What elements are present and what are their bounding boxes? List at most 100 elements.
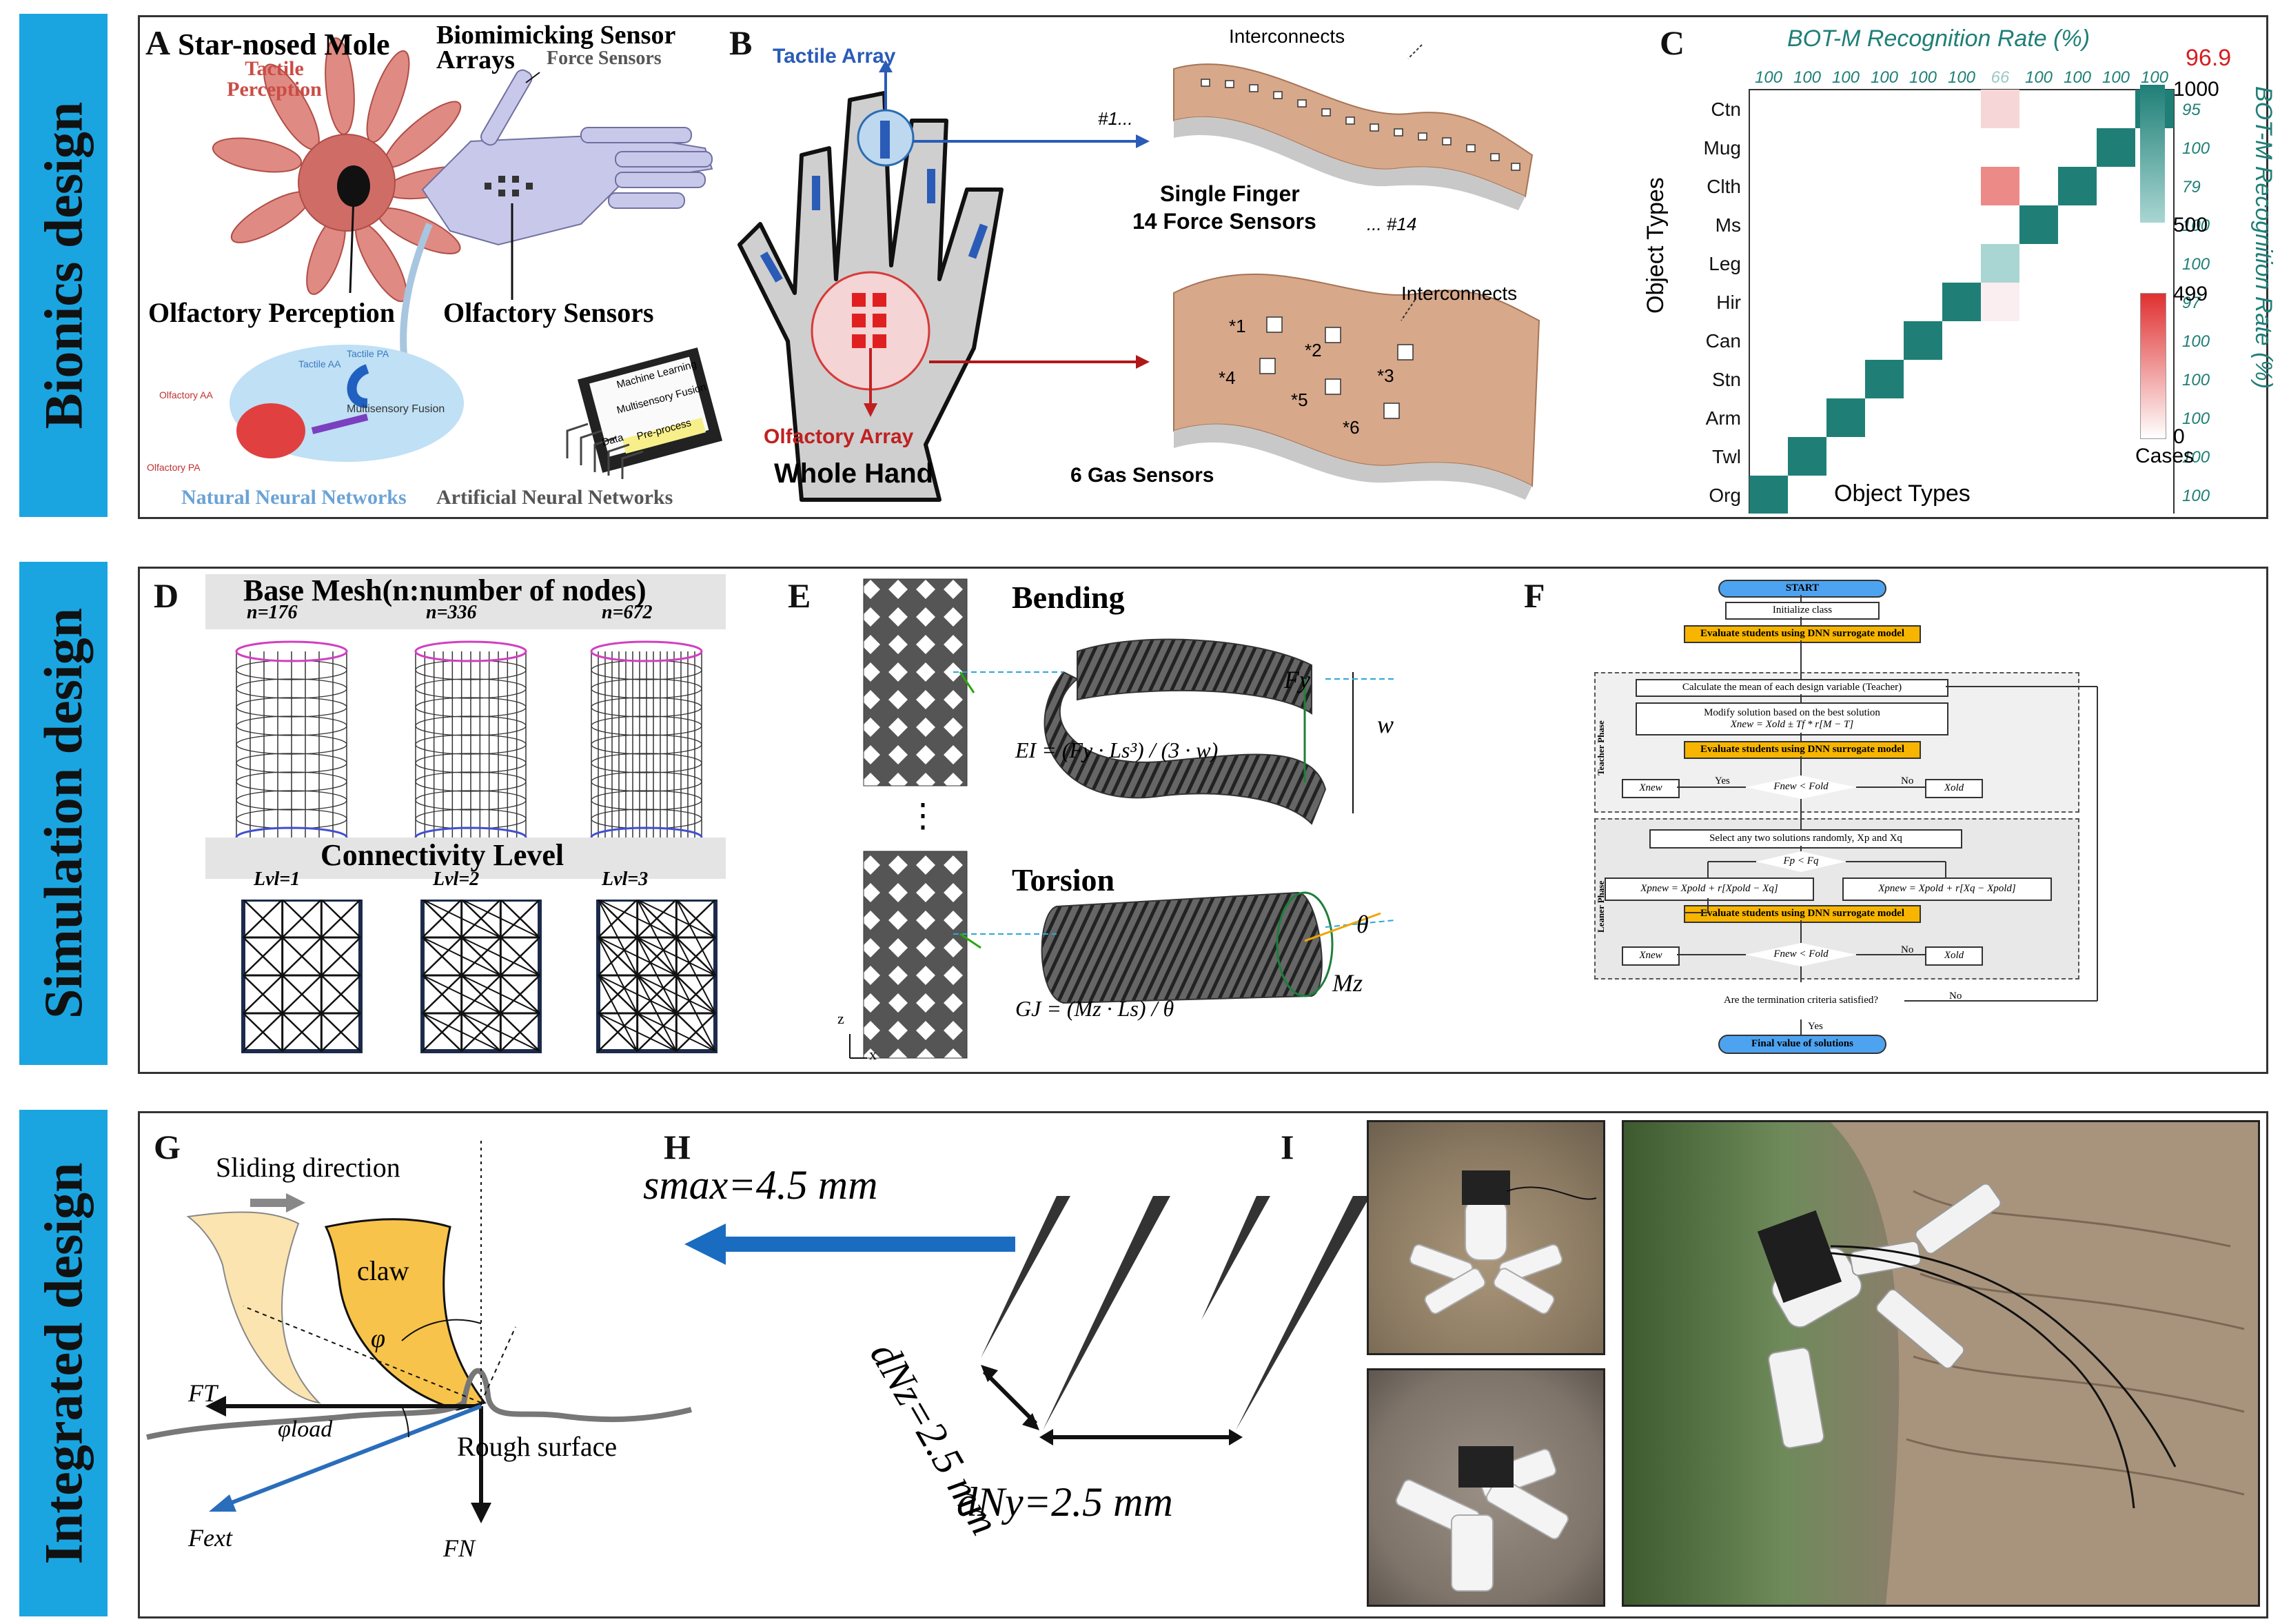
- gas-sensor-label: *4: [1219, 367, 1236, 388]
- heatmap-overall-rate: 96.9: [2186, 45, 2232, 71]
- interconnects-bottom-label: Interconnects: [1401, 283, 1518, 304]
- heatmap-cell: [1904, 321, 1942, 360]
- sensor-last-label: ... #14: [1367, 214, 1417, 234]
- panel-g-letter: G: [154, 1128, 181, 1166]
- section-title-bionics: Bionics design: [33, 101, 94, 429]
- gas-6-label: 6 Gas Sensors: [1070, 464, 1214, 487]
- heatmap-right-rate: 100: [2182, 255, 2210, 274]
- single-finger-label: Single Finger: [1160, 181, 1300, 206]
- sliding-direction-label: Sliding direction: [216, 1152, 400, 1183]
- flow-evaluate: Evaluate students using DNN surrogate mo…: [1684, 625, 1921, 643]
- interconnects-top-label: Interconnects: [1229, 26, 1345, 47]
- robot-photo-top: [1367, 1120, 1605, 1355]
- flow-termination: Are the termination criteria satisfied?: [1698, 982, 1904, 1019]
- heatmap-row-label: Mug: [1704, 137, 1741, 159]
- robot-photo-bottom: [1367, 1368, 1605, 1607]
- flow-calc-mean: Calculate the mean of each design variab…: [1636, 679, 1948, 697]
- heatmap-row-label: Org: [1709, 485, 1741, 506]
- bending-title: Bending: [1012, 580, 1125, 615]
- gas-sensor-label: *5: [1291, 389, 1308, 410]
- artificial-nn-label: Artificial Neural Networks: [436, 486, 673, 509]
- heatmap-top-rate: 100: [1871, 68, 1899, 87]
- claw-label: claw: [357, 1255, 409, 1286]
- heatmap-cell: [1788, 437, 1826, 476]
- heatmap-cell: [1749, 476, 1788, 514]
- mesh-cylinder: [235, 640, 348, 849]
- flow-yes-label: Yes: [1808, 1021, 1823, 1032]
- heatmap-row-label: Twl: [1712, 446, 1741, 467]
- heatmap-right-rate: 100: [2182, 371, 2210, 389]
- side-bar-bionics: Bionics design: [19, 14, 108, 517]
- heatmap-right-rate: 79: [2182, 178, 2201, 196]
- panel-row-integrated: G Sliding direction claw φ FT φload Roug…: [138, 1111, 2268, 1618]
- heatmap-cell: [1981, 244, 2019, 283]
- fext-label: Fext: [188, 1524, 232, 1552]
- heatmap-cell: [1981, 90, 2019, 128]
- torsion-title: Torsion: [1012, 862, 1115, 897]
- heatmap-row-label: Leg: [1709, 253, 1741, 274]
- heatmap-right-title: BOT-M Recognition Rate (%): [2250, 86, 2277, 389]
- force-14-label: 14 Force Sensors: [1132, 209, 1316, 234]
- ghost-claw-icon: [186, 1211, 321, 1404]
- lattice-dots: ⋮: [906, 798, 939, 834]
- lattice-strip-bottom: [863, 851, 968, 1059]
- panel-b-letter: B: [729, 23, 753, 62]
- connectivity-grid: [596, 900, 717, 1053]
- spine-icon: [981, 1196, 1370, 1430]
- rough-surface-label: Rough surface: [457, 1431, 618, 1462]
- gas-sensor-label: *6: [1343, 417, 1360, 438]
- flow-start: START: [1718, 580, 1886, 598]
- tactile-perception-label: Tactile Perception: [227, 57, 322, 101]
- heatmap-cell: [2058, 167, 2097, 205]
- panel-h-letter: H: [664, 1128, 691, 1166]
- base-mesh-header: [205, 574, 726, 629]
- confusion-matrix: CtnMugClthMsLegHirCanStnArmTwlOrgOrgTwlA…: [1704, 68, 2210, 514]
- panel-c-letter: C: [1660, 23, 1685, 62]
- heatmap-top-rate: 100: [2102, 68, 2130, 87]
- heatmap-xlabel: Object Types: [1834, 480, 1971, 507]
- bending-tube-icon: [953, 638, 1394, 825]
- flow-select: Select any two solutions randomly, Xp an…: [1649, 829, 1962, 849]
- mesh-n-label: n=336: [426, 602, 477, 623]
- flow-update-left: Xpnew = Xpold + r[Xpold − Xq]: [1605, 877, 1814, 901]
- whole-hand-label: Whole Hand: [774, 458, 934, 489]
- heatmap-right-rate: 100: [2182, 139, 2210, 158]
- colorbar-label: Cases: [2135, 445, 2195, 467]
- teacher-phase-label: Teacher Phase: [1596, 720, 1606, 775]
- heatmap-right-rate: 100: [2182, 487, 2210, 505]
- axis-x-label: x: [869, 1046, 877, 1063]
- mesh-n-label: n=672: [602, 602, 653, 623]
- flow-xnew: Xnew: [1622, 946, 1680, 966]
- chip-icon: [577, 347, 723, 473]
- connectivity-grid: [420, 900, 542, 1053]
- brain-olfactory-pa-label: Olfactory PA: [147, 462, 201, 473]
- panel-d-letter: D: [154, 576, 179, 615]
- side-bar-simulation: Simulation design: [19, 562, 108, 1065]
- olfactory-perception-label: Olfactory Perception: [148, 297, 396, 328]
- mole-title: Star-nosed Mole: [178, 28, 390, 61]
- flow-xold: Xold: [1925, 946, 1983, 966]
- heatmap-top-rate: 100: [2064, 68, 2092, 87]
- heatmap-right-rate: 100: [2182, 448, 2210, 467]
- colorbar-teal: [2140, 85, 2165, 223]
- claw-icon: [324, 1218, 487, 1411]
- axis-z-label: z: [837, 1010, 844, 1027]
- panel-i-letter: I: [1281, 1128, 1294, 1166]
- heatmap-right-rate: 100: [2182, 332, 2210, 351]
- connectivity-grid: [241, 900, 363, 1053]
- mole-nostril-icon: [337, 165, 370, 207]
- heatmap-cell: [1865, 360, 1904, 398]
- force-sensors-label: Force Sensors: [547, 48, 662, 69]
- panel-h-figure: [684, 1196, 1370, 1445]
- tactile-array-label: Tactile Array: [773, 45, 896, 68]
- dny-label: dNy=2.5 mm: [957, 1479, 1173, 1525]
- fn-label: FN: [443, 1534, 476, 1562]
- panel-row-simulation: D Base Mesh(n:number of nodes) n=176 n=3…: [138, 567, 2268, 1074]
- panel-b-figure: [737, 44, 1540, 502]
- heatmap-top-rate: 100: [1948, 68, 1976, 87]
- flow-no-label: No: [1949, 991, 1962, 1002]
- heatmap-row-label: Arm: [1706, 407, 1741, 429]
- flow-update-right: Xpnew = Xpold + r[Xq − Xpold]: [1842, 877, 2052, 901]
- lvl-label: Lvl=1: [254, 869, 301, 890]
- panel-g-figure: [146, 1141, 692, 1523]
